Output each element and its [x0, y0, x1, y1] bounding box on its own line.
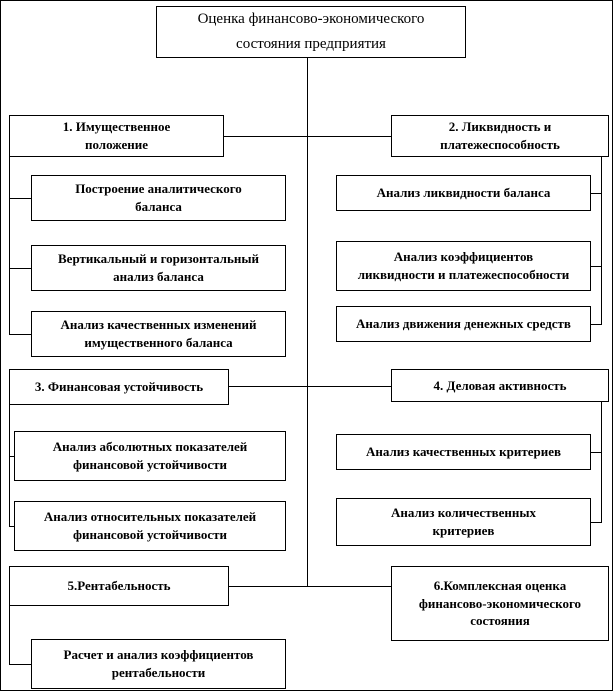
- connector-center-trunk: [307, 58, 308, 587]
- connector-row2-branch: [229, 386, 391, 387]
- group-1-child-2: Вертикальный и горизонтальный анализ бал…: [31, 245, 286, 291]
- group-2-child-3: Анализ движения денежных средств: [336, 306, 591, 342]
- group-6-header: 6.Комплексная оценка финансово-экономиче…: [391, 566, 609, 641]
- connector-group5-spine: [9, 606, 10, 665]
- connector-group2-stub-3: [591, 324, 602, 325]
- connector-row1-branch: [224, 136, 391, 137]
- connector-group4-stub-1: [591, 452, 602, 453]
- diagram-title: Оценка финансово-экономического состояни…: [156, 6, 466, 58]
- group-4-header: 4. Деловая активность: [391, 369, 609, 402]
- group-5-child-1: Расчет и анализ коэффициентов рентабельн…: [31, 639, 286, 689]
- connector-group4-spine: [601, 402, 602, 523]
- group-4-child-1: Анализ качественных критериев: [336, 434, 591, 470]
- connector-row3-branch: [229, 586, 391, 587]
- group-3-child-2: Анализ относительных показателей финансо…: [14, 501, 286, 551]
- group-2-child-1: Анализ ликвидности баланса: [336, 175, 591, 211]
- group-4-child-2: Анализ количественных критериев: [336, 498, 591, 546]
- connector-group3-spine: [9, 405, 10, 527]
- connector-group1-stub-2: [9, 268, 31, 269]
- group-5-header: 5.Рентабельность: [9, 566, 229, 606]
- connector-group4-stub-2: [591, 522, 602, 523]
- connector-group1-spine: [9, 157, 10, 334]
- group-1-header: 1. Имущественное положение: [9, 115, 224, 157]
- group-1-child-3: Анализ качественных изменений имуществен…: [31, 311, 286, 357]
- group-1-child-1: Построение аналитического баланса: [31, 175, 286, 221]
- connector-group2-stub-1: [591, 193, 602, 194]
- connector-group2-stub-2: [591, 266, 602, 267]
- connector-group3-stub-2: [9, 526, 15, 527]
- connector-group1-stub-3: [9, 334, 31, 335]
- connector-group3-stub-1: [9, 456, 15, 457]
- group-2-header: 2. Ликвидность и платежеспособность: [391, 115, 609, 157]
- group-3-child-1: Анализ абсолютных показателей финансовой…: [14, 431, 286, 481]
- group-2-child-2: Анализ коэффициентов ликвидности и плате…: [336, 241, 591, 291]
- group-3-header: 3. Финансовая устойчивость: [9, 369, 229, 405]
- connector-group2-spine: [601, 157, 602, 325]
- connector-group1-stub-1: [9, 198, 31, 199]
- connector-group5-stub-1: [9, 664, 31, 665]
